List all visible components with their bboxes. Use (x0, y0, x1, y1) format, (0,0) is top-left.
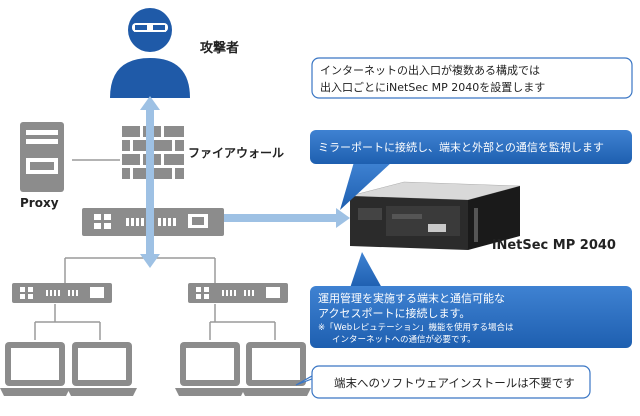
mirror-arrow (224, 208, 350, 228)
laptop-icon (67, 342, 137, 396)
proxy-server-icon (20, 122, 64, 192)
access-port-callout-line-2: アクセスポートに接続します。 (318, 306, 470, 320)
traffic-arrow-vertical (140, 96, 160, 268)
access-port-callout: 運用管理を実施する端末と通信可能な アクセスポートに接続します。 ※「Webレピ… (310, 252, 632, 348)
laptop-icon (0, 342, 70, 396)
attacker-label: 攻撃者 (200, 40, 239, 56)
laptop-icon (175, 342, 245, 396)
firewall-label: ファイアウォール (188, 146, 284, 160)
no-install-callout-text: 端末へのソフトウェアインストールは不要です (334, 376, 575, 390)
info-callout-line-2: 出入口ごとにiNetSec MP 2040を設置します (320, 80, 545, 94)
inetsec-appliance-icon (349, 181, 521, 250)
access-port-note-line-2: インターネットへの通信が必要です。 (332, 334, 476, 345)
access-switch-right-icon (188, 283, 288, 303)
network-lines (34, 159, 276, 340)
access-port-note-line-1: ※「Webレピュテーション」機能を使用する場合は (318, 322, 514, 333)
laptop-icon (241, 342, 311, 396)
info-callout: インターネットの出入口が複数ある構成では 出入口ごとにiNetSec MP 20… (311, 57, 633, 99)
product-label: iNetSec MP 2040 (492, 238, 616, 253)
mirror-port-callout-text: ミラーポートに接続し、端末と外部との通信を監視します (318, 140, 604, 154)
proxy-label: Proxy (20, 196, 59, 210)
no-install-callout: 端末へのソフトウェアインストールは不要です (295, 365, 591, 399)
mirror-port-callout: ミラーポートに接続し、端末と外部との通信を監視します (310, 130, 632, 210)
access-switch-left-icon (12, 283, 112, 303)
attacker-icon (110, 8, 190, 98)
info-callout-line-1: インターネットの出入口が複数ある構成では (320, 63, 540, 77)
access-port-callout-line-1: 運用管理を実施する端末と通信可能な (318, 291, 505, 305)
